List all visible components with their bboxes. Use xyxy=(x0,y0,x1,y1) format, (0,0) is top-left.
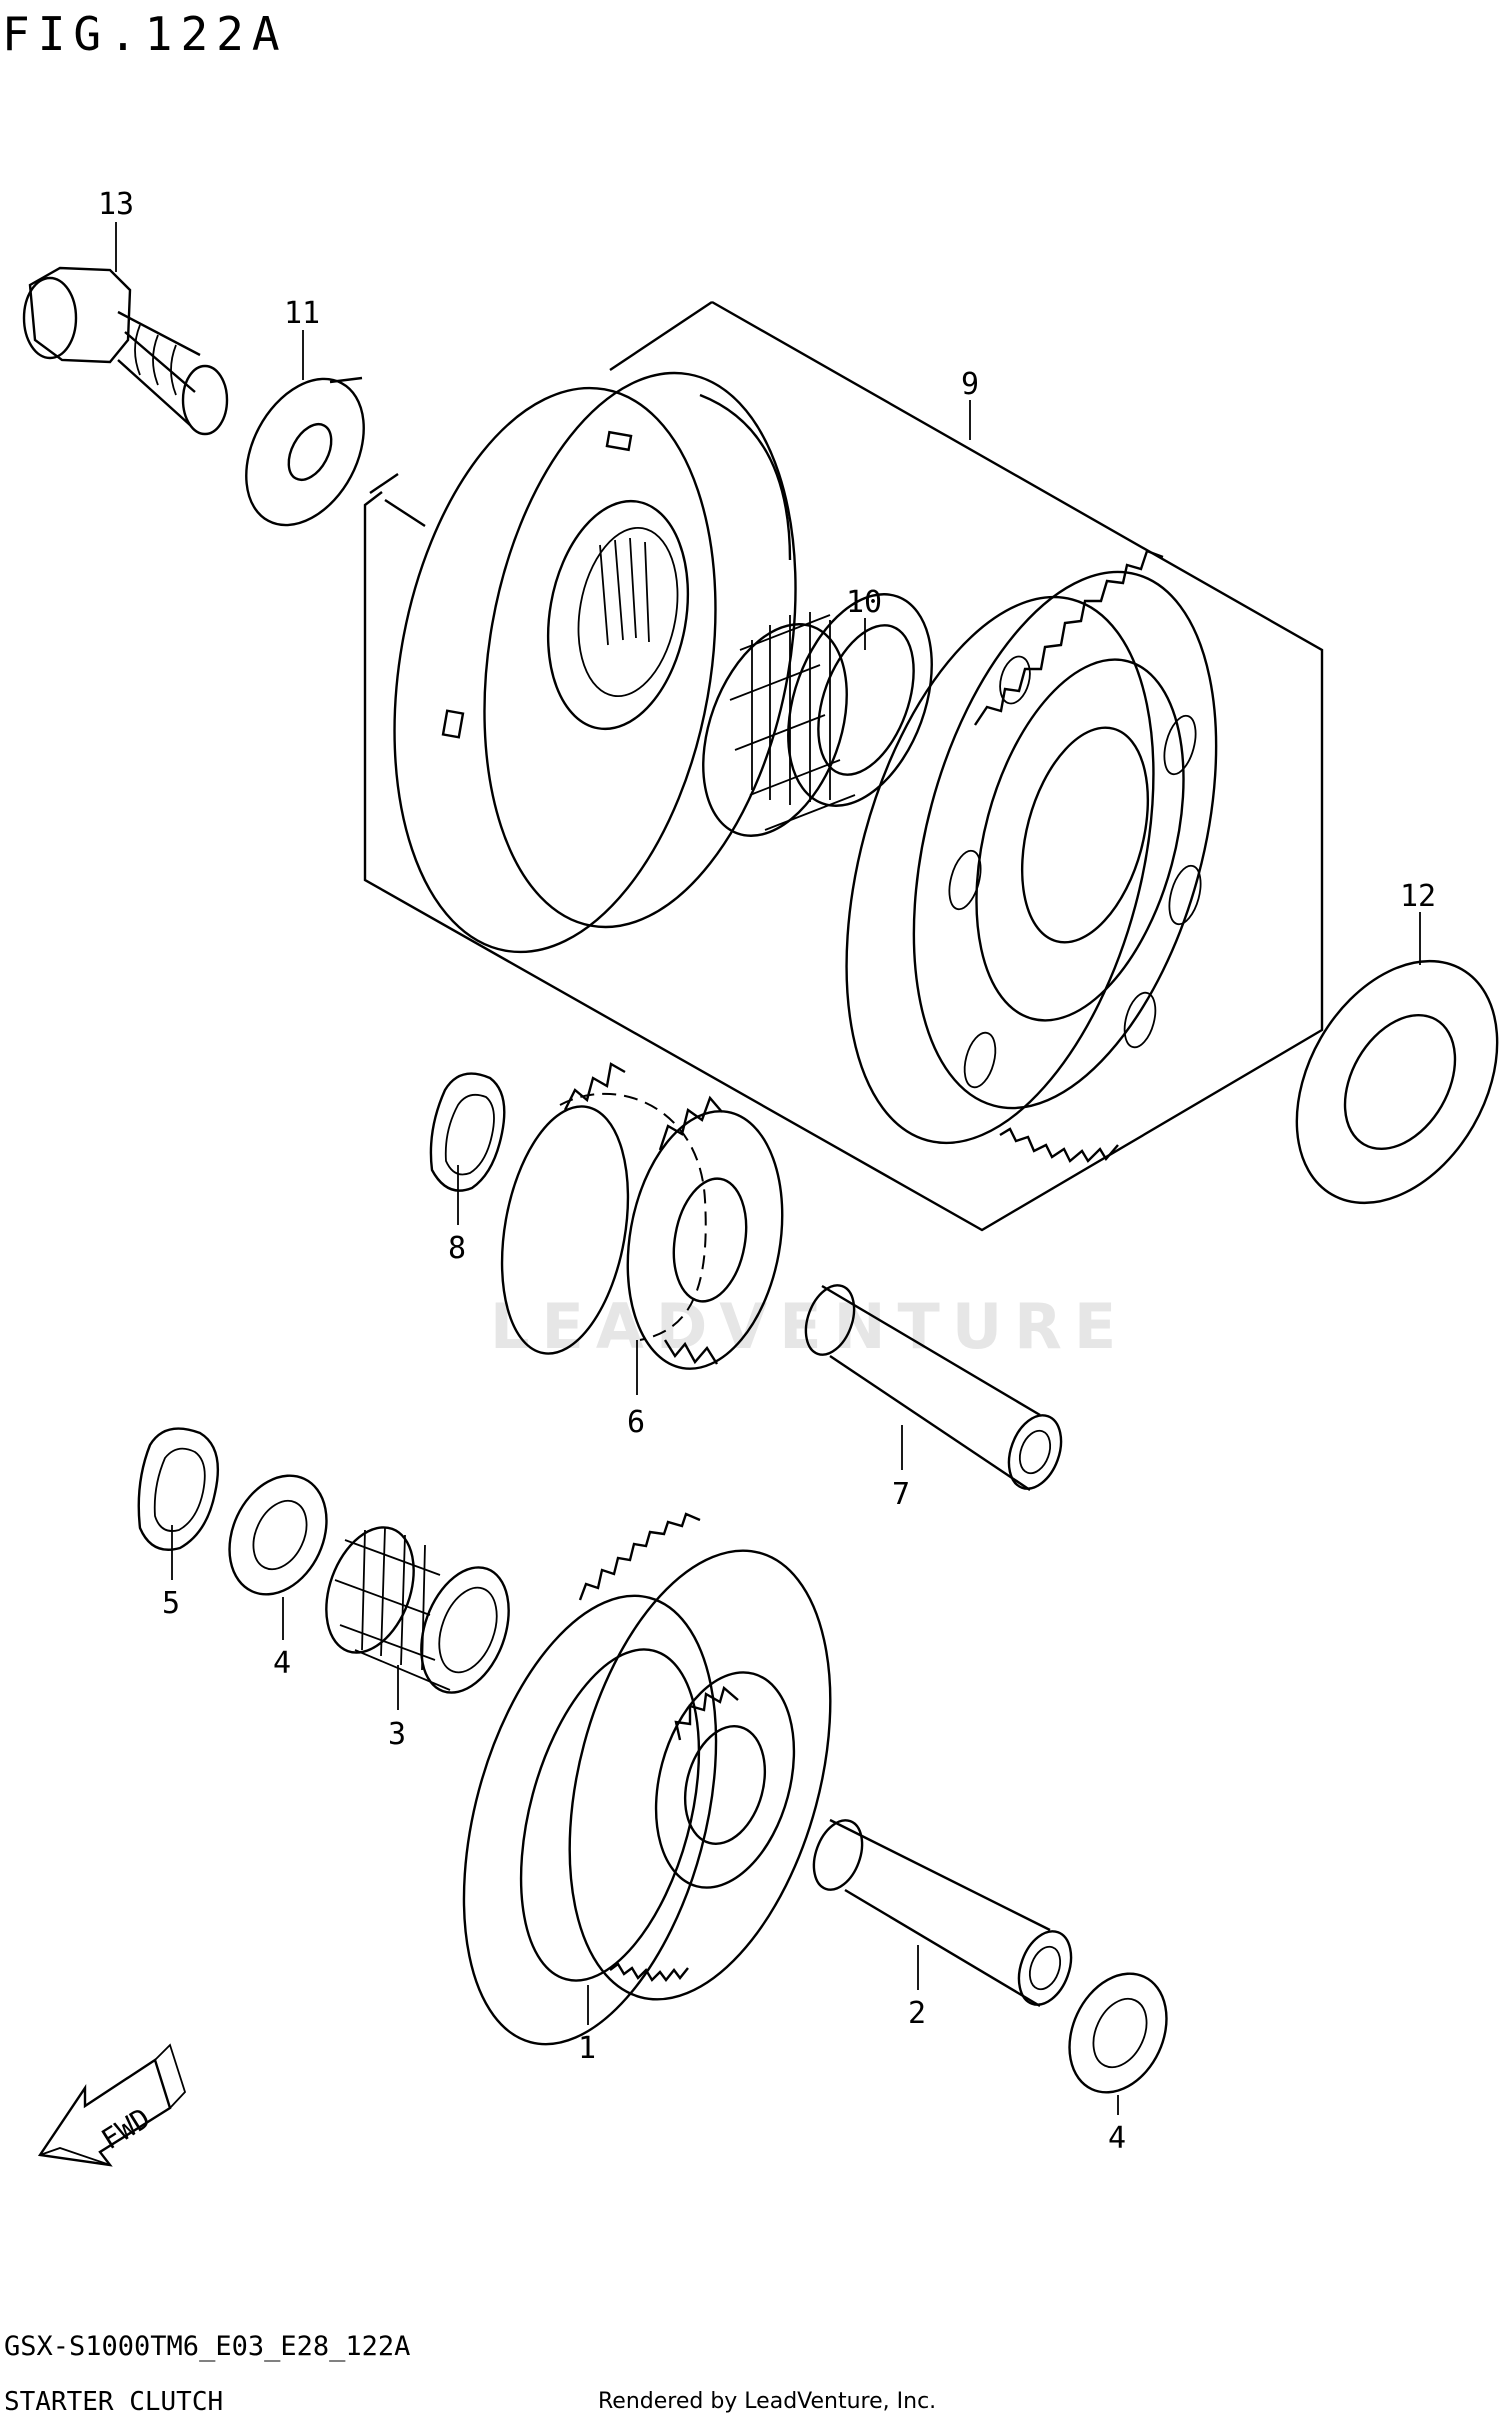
forward-direction-arrow: FWD xyxy=(37,2043,187,2167)
flange-bolt-13 xyxy=(22,266,229,436)
callout-4-lower[interactable]: 4 xyxy=(1108,2121,1126,2156)
idle-gear-6 xyxy=(500,1062,784,1370)
washer-4-lower xyxy=(1068,1972,1168,2094)
callout-8[interactable]: 8 xyxy=(448,1231,466,1266)
callout-5[interactable]: 5 xyxy=(162,1586,180,1621)
starter-driven-gear xyxy=(845,549,1218,1163)
washer-5 xyxy=(137,1427,219,1551)
callout-4-upper[interactable]: 4 xyxy=(273,1646,291,1681)
figure-title: FIG.122A xyxy=(2,7,288,61)
washer-4-upper xyxy=(228,1474,328,1596)
callout-7[interactable]: 7 xyxy=(892,1477,910,1512)
callout-2[interactable]: 2 xyxy=(908,1996,926,2031)
starter-shaft-2 xyxy=(812,1818,1073,2008)
needle-bearing-3 xyxy=(325,1526,510,1694)
washer-11 xyxy=(245,376,365,527)
callout-9[interactable]: 9 xyxy=(961,367,979,402)
model-code: GSX-S1000TM6_E03_E28_122A xyxy=(4,2331,410,2362)
clutch-assembly-box xyxy=(363,300,1324,1232)
callout-13[interactable]: 13 xyxy=(98,187,134,222)
clutch-housing-9 xyxy=(393,371,797,954)
idle-shaft-7 xyxy=(804,1284,1063,1491)
needle-bearing-10 xyxy=(702,593,933,837)
callout-1[interactable]: 1 xyxy=(578,2031,596,2066)
section-name: STARTER CLUTCH xyxy=(4,2387,223,2417)
callout-3[interactable]: 3 xyxy=(388,1717,406,1752)
callout-6[interactable]: 6 xyxy=(627,1405,645,1440)
callout-11[interactable]: 11 xyxy=(284,296,320,331)
starter-idle-gear-1 xyxy=(462,1512,832,2046)
washer-12 xyxy=(1295,959,1499,1205)
callout-leaders xyxy=(115,222,1421,2115)
render-credit: Rendered by LeadVenture, Inc. xyxy=(598,2389,936,2414)
callout-10[interactable]: 10 xyxy=(846,585,882,620)
callout-12[interactable]: 12 xyxy=(1400,879,1436,914)
washer-8 xyxy=(429,1072,506,1192)
watermark: LEADVENTURE xyxy=(490,1290,1128,1363)
